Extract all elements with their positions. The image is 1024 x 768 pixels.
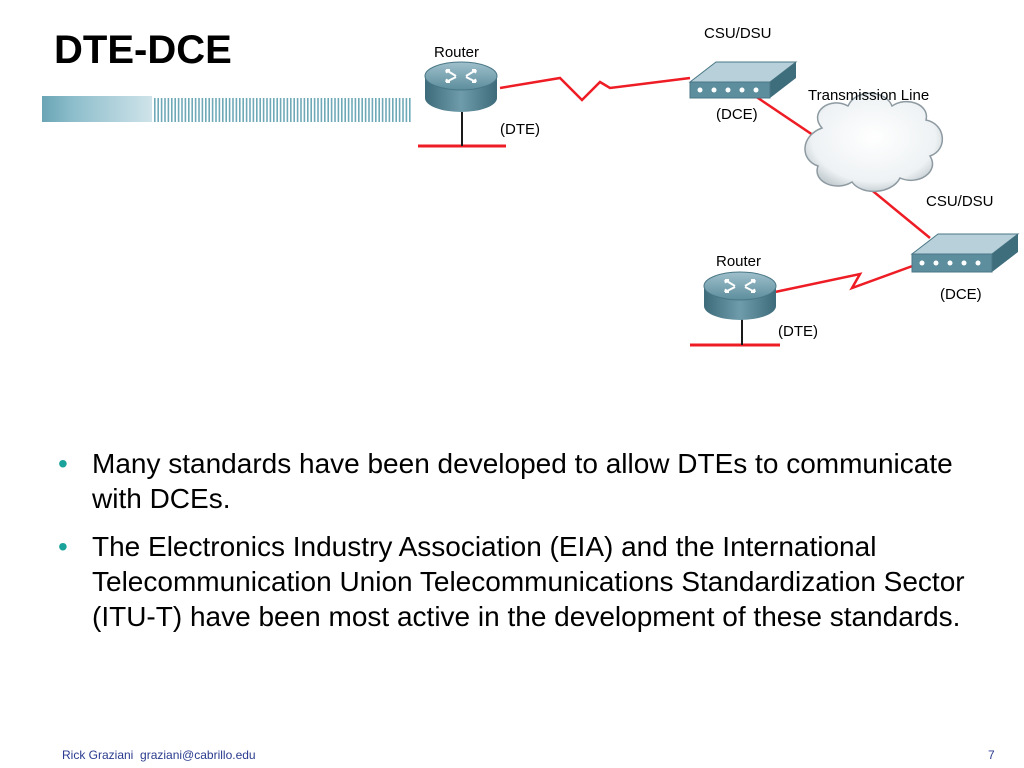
footer-email: graziani@cabrillo.edu (140, 748, 256, 762)
csu-dsu-bottom-label: CSU/DSU (926, 193, 994, 210)
csu-dsu-top-label: CSU/DSU (704, 25, 772, 42)
footer-author: Rick Graziani (62, 748, 134, 762)
router-bottom-icon (690, 271, 780, 347)
csu-dsu-top-icon (688, 61, 798, 99)
footer-credit: Rick Graziani graziani@cabrillo.edu (62, 748, 256, 762)
bullet-item: • The Electronics Industry Association (… (58, 529, 978, 634)
router-top-label: Router (434, 44, 479, 61)
page-number: 7 (988, 748, 995, 762)
csu-dsu-bottom-icon (910, 233, 1020, 273)
serial-link-bottom (774, 262, 919, 294)
transmission-line-label: Transmission Line (808, 87, 929, 104)
bullet-dot-icon: • (58, 531, 68, 562)
bullet-text: The Electronics Industry Association (EI… (92, 531, 965, 632)
router-top-role: (DTE) (500, 121, 540, 138)
dte-dce-diagram: Router (DTE) CSU/DSU (DCE) Transmission … (418, 25, 1020, 347)
title-decoration-bar (42, 96, 411, 122)
router-top-icon (418, 61, 506, 148)
transmission-cloud-icon (804, 92, 944, 193)
bullet-dot-icon: • (58, 448, 68, 479)
slide-title: DTE-DCE (54, 28, 232, 72)
router-bottom-role: (DTE) (778, 323, 818, 340)
csu-dsu-bottom-role: (DCE) (940, 286, 982, 303)
bullet-item: • Many standards have been developed to … (58, 446, 978, 516)
router-bottom-label: Router (716, 253, 761, 270)
serial-link-top (499, 76, 691, 102)
bullet-text: Many standards have been developed to al… (92, 448, 953, 514)
csu-dsu-top-role: (DCE) (716, 106, 758, 123)
bullet-list: • Many standards have been developed to … (58, 446, 978, 647)
